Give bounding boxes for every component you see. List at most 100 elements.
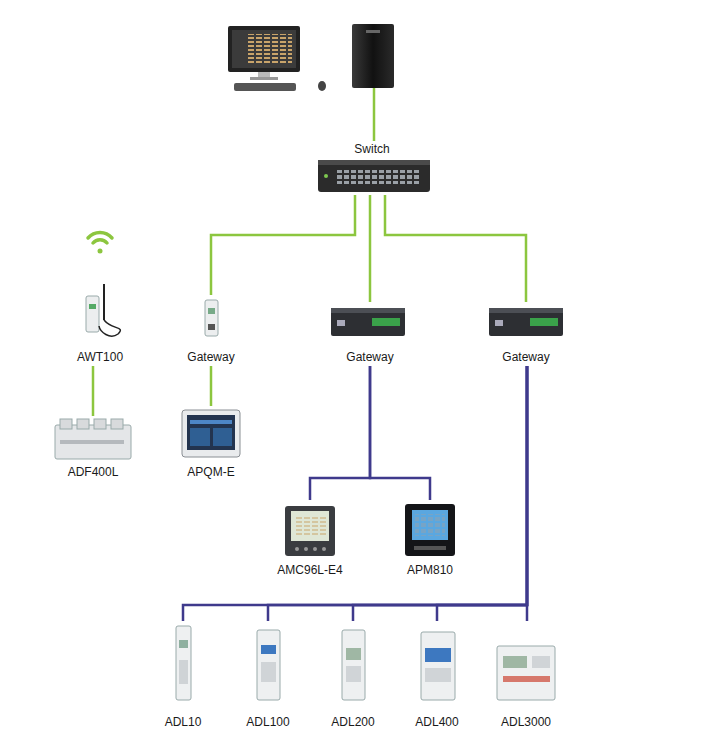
screen-rows [415, 514, 445, 536]
monitor-screen [232, 30, 296, 68]
adf400l-icon [55, 419, 131, 459]
meter-label [346, 666, 361, 682]
gateway-port [495, 320, 503, 326]
antenna-cable [99, 320, 120, 336]
switch-ports [336, 170, 420, 184]
device-label: Switch [312, 142, 432, 156]
network-link [211, 195, 355, 295]
device-label: AMC96L-E4 [273, 563, 347, 577]
rack-module [77, 419, 89, 429]
gateway-body [331, 308, 405, 336]
monitor [228, 26, 300, 72]
adl200-icon [342, 630, 365, 700]
network-link [210, 366, 213, 406]
meter-label [261, 662, 276, 682]
rack-body [55, 425, 131, 459]
apm810-icon [405, 504, 455, 556]
screen-bar [190, 420, 232, 424]
meter-body [257, 630, 280, 700]
meter-frame [285, 506, 335, 556]
network-link [268, 366, 527, 621]
screen-table [246, 34, 292, 64]
meter-key [322, 547, 326, 551]
device-label: ADL400 [411, 715, 463, 729]
wifi-icon [88, 233, 112, 254]
network-link [526, 366, 529, 621]
device-label: Gateway [329, 350, 411, 364]
device-label: ADL3000 [494, 715, 558, 729]
meter-body [421, 632, 455, 700]
network-link [92, 366, 95, 416]
din-rail-meter-node: ADL200 [327, 621, 379, 731]
adl100-icon [257, 630, 280, 700]
device-label: APM810 [397, 563, 463, 577]
module-body [205, 300, 218, 336]
energy-meter-rack-node: ADF400L [51, 416, 135, 481]
screen-panel [190, 428, 210, 446]
meter-label [532, 656, 550, 668]
device-label: APQM-E [178, 465, 244, 479]
rack-module [111, 419, 123, 429]
meter-display [179, 640, 188, 648]
meter-terminals [503, 676, 550, 682]
switch-top [318, 160, 430, 165]
din-rail-meter-node: ADL10 [161, 621, 206, 731]
screen-rows [294, 515, 326, 537]
gateway-top [331, 308, 405, 313]
gateway-node: Gateway [329, 302, 411, 366]
network-link [353, 366, 527, 621]
network-link [183, 366, 527, 621]
meter-body [342, 630, 365, 700]
device-label: AWT100 [70, 350, 130, 364]
wifi-arc [93, 240, 107, 243]
box-gateway-icon [489, 308, 563, 336]
meter-display [425, 648, 451, 662]
adl10-icon [176, 626, 191, 700]
meter-frame [182, 410, 240, 457]
device-label: ADL200 [327, 715, 379, 729]
network-link [369, 195, 372, 302]
terminal-block [530, 318, 558, 326]
meter-display [503, 656, 527, 668]
gateway-port [337, 320, 345, 326]
keyboard [234, 83, 296, 91]
module-window [208, 308, 215, 314]
server-tower [352, 24, 394, 88]
device-label: Gateway [485, 350, 567, 364]
box-gateway-icon [331, 308, 405, 336]
terminal-block [372, 318, 400, 326]
meter-screen [412, 510, 448, 540]
wifi-dot [98, 249, 103, 254]
network-link [437, 366, 527, 621]
computer-icon [228, 24, 394, 91]
screen-panel [213, 428, 232, 446]
meter-frame [405, 504, 455, 556]
gateway-body [489, 308, 563, 336]
panel-meter-node: APM810 [397, 500, 463, 579]
gateway-top [489, 308, 563, 313]
panel-meter-node: AMC96L-E4 [273, 500, 347, 579]
gateway-node: Gateway [485, 302, 567, 366]
tower-bay [366, 30, 380, 33]
meter-keys [414, 546, 446, 550]
gateway-node: Gateway [181, 295, 241, 366]
rack-module [60, 419, 72, 429]
switch-body [318, 160, 430, 192]
wireless-module-node: AWT100 [70, 280, 130, 366]
device-label: Gateway [181, 350, 241, 364]
meter-body [176, 626, 191, 700]
adl400-icon [421, 632, 455, 700]
amc96l-e4-icon [285, 506, 335, 556]
switch-node: Switch [312, 140, 432, 195]
switch-icon [318, 160, 430, 192]
rack-rail [60, 440, 124, 444]
power-quality-monitor-node: APQM-E [178, 406, 244, 481]
adl3000-icon [497, 646, 555, 700]
network-link [385, 195, 526, 302]
meter-screen [291, 511, 329, 541]
module-port [208, 324, 215, 330]
monitor-base [250, 77, 278, 80]
